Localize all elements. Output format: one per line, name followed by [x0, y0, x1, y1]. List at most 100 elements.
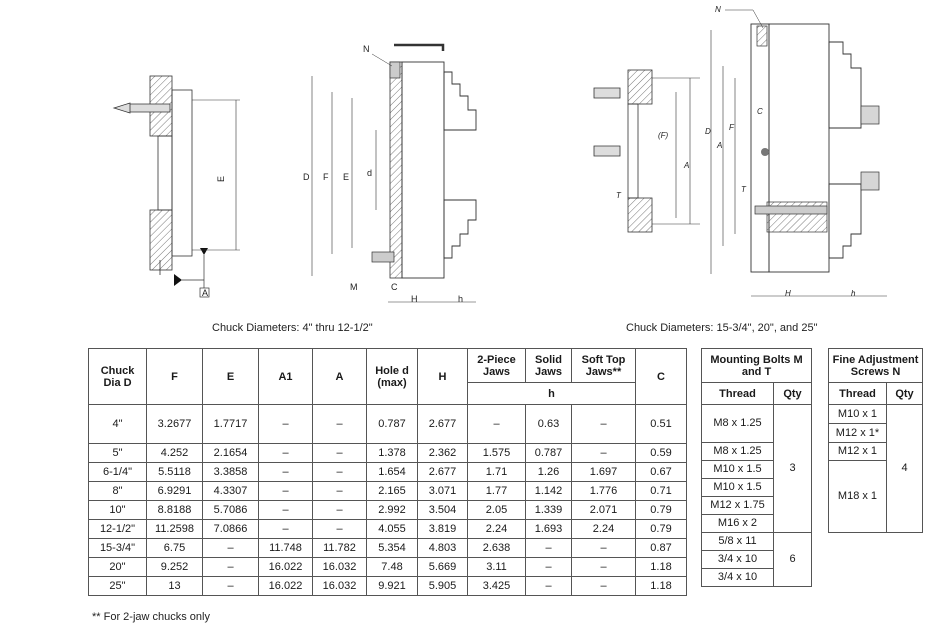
cell-A: –	[312, 481, 367, 501]
label-C-right: C	[757, 107, 763, 116]
mounting-bolts-table: Mounting Bolts M and T Thread Qty M8 x 1…	[701, 348, 812, 587]
cell-soft-top: –	[571, 404, 636, 444]
cell-E: 7.0866	[202, 519, 259, 539]
cell-A: –	[312, 404, 367, 444]
label-T-right: T	[741, 185, 747, 194]
cell-two-piece: 2.638	[467, 538, 526, 558]
cell-solid: 1.26	[525, 462, 572, 482]
header-E: E	[202, 348, 259, 405]
bolts-header-row: Thread Qty	[701, 382, 812, 405]
cell-solid: –	[525, 557, 572, 577]
cell-two-piece: –	[467, 404, 526, 444]
cell-H: 4.803	[417, 538, 468, 558]
cell-hole: 2.165	[366, 481, 418, 501]
cell-soft-top: 1.697	[571, 462, 636, 482]
cell-H: 3.504	[417, 500, 468, 520]
cell-A: –	[312, 462, 367, 482]
cell-chuck-dia: 10"	[88, 500, 147, 520]
cell-soft-top: 2.24	[571, 519, 636, 539]
cell-F: 6.9291	[146, 481, 203, 501]
cell-soft-top: 1.776	[571, 481, 636, 501]
fine-row: M12 x 1	[828, 442, 923, 461]
cell-C: 0.67	[635, 462, 687, 482]
bolts-thread-cell: M10 x 1.5	[701, 460, 774, 479]
label-h-right: h	[851, 289, 856, 298]
fine-adjustment-table: Fine Adjustment Screws N Thread Qty M10 …	[828, 348, 923, 533]
cell-H: 5.905	[417, 576, 468, 596]
chuck-dimensions-table: Chuck Dia D F E A1 A Hole d (max) H 2-Pi…	[88, 348, 687, 596]
cell-E: –	[202, 538, 259, 558]
bolts-thread-cell: M8 x 1.25	[701, 442, 774, 461]
label-N-right: N	[715, 5, 721, 14]
cell-A: 16.032	[312, 557, 367, 577]
cell-solid: 1.339	[525, 500, 572, 520]
cell-solid: 1.693	[525, 519, 572, 539]
cell-solid: 0.787	[525, 443, 572, 463]
fine-title-row: Fine Adjustment Screws N	[828, 348, 923, 383]
fine-thread-cell: M12 x 1	[828, 442, 887, 461]
bolts-qty-top: 3	[773, 404, 812, 533]
label-H-right: H	[785, 289, 791, 298]
cell-chuck-dia: 4"	[88, 404, 147, 444]
cell-chuck-dia: 6-1/4"	[88, 462, 147, 482]
cell-E: 2.1654	[202, 443, 259, 463]
cell-hole: 4.055	[366, 519, 418, 539]
cell-solid: –	[525, 576, 572, 596]
cell-soft-top: 2.071	[571, 500, 636, 520]
label-F-right: F	[729, 123, 735, 132]
label-N-left: N	[363, 44, 370, 54]
cell-E: –	[202, 576, 259, 596]
cell-A1: 16.022	[258, 576, 313, 596]
cell-solid: 1.142	[525, 481, 572, 501]
bolts-thread-cell: 3/4 x 10	[701, 568, 774, 587]
cell-two-piece: 3.425	[467, 576, 526, 596]
label-M-left: M	[350, 282, 358, 292]
header-two-piece-jaws: 2-Piece Jaws	[467, 348, 526, 383]
cell-A1: 16.022	[258, 557, 313, 577]
bolts-thread-cell: M16 x 2	[701, 514, 774, 533]
cell-hole: 0.787	[366, 404, 418, 444]
cell-H: 2.677	[417, 404, 468, 444]
cell-A1: –	[258, 481, 313, 501]
right-caption: Chuck Diameters: 15-3/4", 20", and 25"	[626, 322, 818, 334]
label-F-left: F	[323, 172, 329, 182]
header-hole: Hole d (max)	[366, 348, 418, 405]
cell-chuck-dia: 20"	[88, 557, 147, 577]
cell-solid: –	[525, 538, 572, 558]
bolts-thread-cell: M10 x 1.5	[701, 478, 774, 497]
cell-soft-top: –	[571, 538, 636, 558]
bolts-row: 3/4 x 10	[701, 568, 812, 587]
footnote: ** For 2-jaw chucks only	[92, 611, 210, 623]
cell-E: –	[202, 557, 259, 577]
cell-C: 0.59	[635, 443, 687, 463]
fine-thread-header: Thread	[828, 382, 887, 405]
cell-H: 3.819	[417, 519, 468, 539]
cell-C: 0.51	[635, 404, 687, 444]
cell-chuck-dia: 25"	[88, 576, 147, 596]
label-A1-right: A	[683, 161, 689, 170]
label-d-left: d	[367, 168, 372, 178]
cell-C: 1.18	[635, 576, 687, 596]
cell-soft-top: –	[571, 557, 636, 577]
cell-soft-top: –	[571, 576, 636, 596]
bolts-thread-cell: M8 x 1.25	[701, 404, 774, 443]
right-front-view-drawing: N D A F C T H h	[705, 5, 887, 298]
label-F-paren: (F)	[658, 131, 669, 140]
cell-A: –	[312, 519, 367, 539]
fine-row: M18 x 1	[828, 460, 923, 533]
bolts-title-row: Mounting Bolts M and T	[701, 348, 812, 383]
label-h-left: h	[458, 294, 463, 304]
cell-F: 11.2598	[146, 519, 203, 539]
bolts-thread-header: Thread	[701, 382, 774, 405]
label-A-right: A	[716, 141, 722, 150]
cell-solid: 0.63	[525, 404, 572, 444]
cell-A1: –	[258, 462, 313, 482]
label-C-left: C	[391, 282, 398, 292]
cell-two-piece: 1.77	[467, 481, 526, 501]
